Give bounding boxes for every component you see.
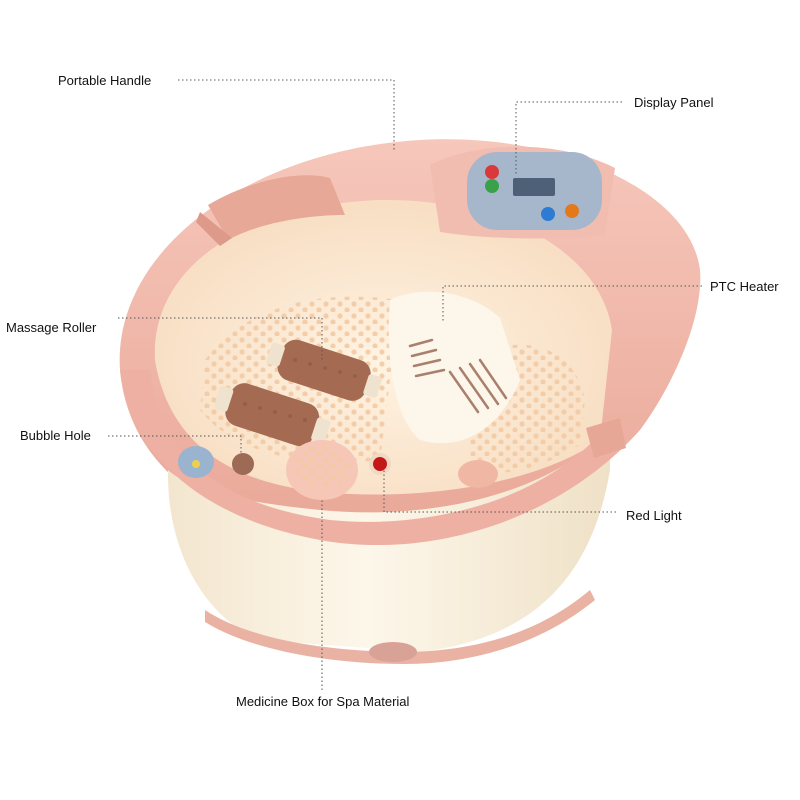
label-display-panel: Display Panel [634,95,714,110]
medicine-box [286,440,358,500]
bubble-hole [232,453,254,475]
power-button [485,165,499,179]
label-bubble-hole: Bubble Hole [20,428,91,443]
leader-lines [108,79,702,690]
display-panel [430,146,615,239]
label-massage-roller: Massage Roller [6,320,97,335]
front-rim [120,370,640,546]
portable-handle [196,175,345,246]
led-readout [513,178,555,196]
label-red-light: Red Light [626,508,682,523]
temp-button [541,207,555,221]
basin-interior [154,199,612,495]
brand-badge [178,446,214,478]
label-ptc-heater: PTC Heater [710,279,779,294]
massage-rollers [214,339,382,447]
side-knob [458,460,498,488]
mode-button [485,179,499,193]
label-medicine-box: Medicine Box for Spa Material [236,694,410,709]
ptc-heater [388,291,520,444]
timer-button [565,204,579,218]
label-portable-handle: Portable Handle [58,73,152,88]
red-light [369,453,391,475]
side-clip-right [586,418,626,458]
